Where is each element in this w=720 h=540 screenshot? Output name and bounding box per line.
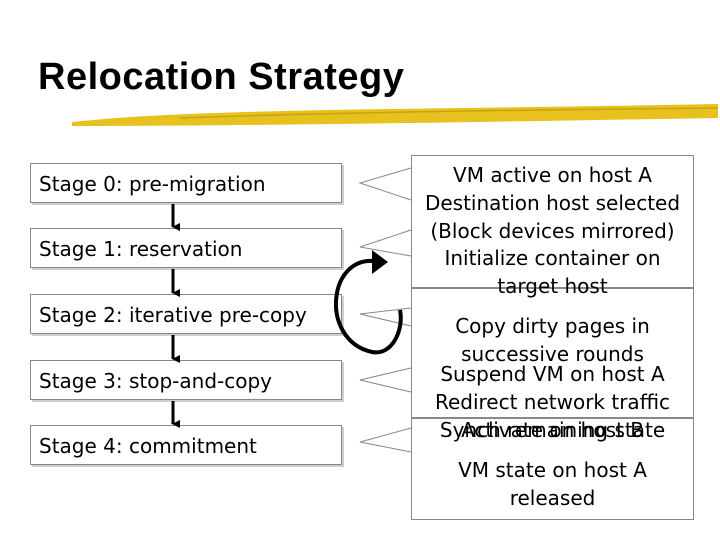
description-line: (Block devices mirrored) xyxy=(430,219,675,243)
stage-0-box: Stage 0: pre-migration xyxy=(30,163,342,203)
description-line: target host xyxy=(497,274,608,298)
description-line: Destination host selected xyxy=(424,191,681,215)
page-title: Relocation Strategy xyxy=(38,56,405,98)
description-line: VM active on host A xyxy=(453,163,652,187)
description-stage-2: Copy dirty pages in successive rounds xyxy=(411,312,694,368)
description-line: released xyxy=(509,486,596,510)
stage-4-box: Stage 4: commitment xyxy=(30,425,342,465)
stage-2-box: Stage 2: iterative pre-copy xyxy=(30,294,342,334)
description-box-4 xyxy=(411,418,694,520)
description-line: Redirect network traffic xyxy=(434,390,671,414)
description-stage-4: VM state on host A released xyxy=(411,456,694,512)
description-box-2-3 xyxy=(411,288,694,418)
stage-1-box: Stage 1: reservation xyxy=(30,228,342,268)
description-box-0-1 xyxy=(411,155,694,288)
description-stage-1: Initialize container on target host xyxy=(411,244,694,300)
description-line: Synch remaining state xyxy=(439,418,666,442)
description-stage-0: VM active on host A Destination host sel… xyxy=(411,161,694,245)
description-line: successive rounds xyxy=(461,342,644,366)
description-line: Suspend VM on host A xyxy=(440,362,665,386)
description-stage-3-activate: Activate on host B xyxy=(411,416,694,444)
description-line: Activate on host B xyxy=(461,418,644,442)
description-stage-3: Suspend VM on host A Redirect network tr… xyxy=(411,360,694,444)
stage-3-box: Stage 3: stop-and-copy xyxy=(30,360,342,400)
description-line: Initialize container on xyxy=(444,246,661,270)
description-line: Copy dirty pages in xyxy=(455,314,650,338)
description-line: VM state on host A xyxy=(458,458,647,482)
